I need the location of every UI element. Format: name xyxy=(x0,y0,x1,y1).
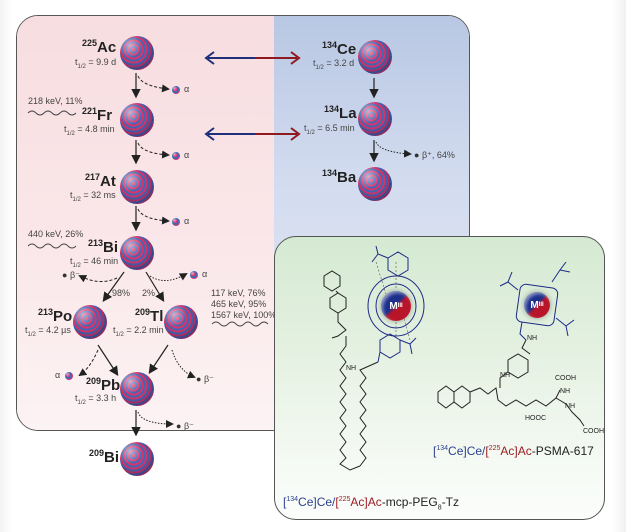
alpha-particle-icon xyxy=(172,152,180,160)
label-la134: 134La xyxy=(324,104,357,122)
atom-nh-psma-4: NH xyxy=(565,403,576,410)
atom-nh-mcp: NH xyxy=(346,365,357,372)
atom-nh-psma-3: NH xyxy=(560,388,571,395)
half-life-at217: t1/2 = 32 ms xyxy=(70,190,116,203)
ac225-chain-background xyxy=(17,16,274,430)
gamma-fr221: 218 keV, 11% xyxy=(28,96,83,106)
half-life-pb209: t1/2 = 3.3 h xyxy=(75,393,117,406)
gamma-tl209-line-3: 1567 keV, 100% xyxy=(211,310,277,320)
alpha-label-3: α xyxy=(184,216,190,226)
alpha-particle-icon xyxy=(172,86,180,94)
branch-2-percent: 2% xyxy=(142,288,156,298)
beta-minus-label-1: ● β⁻ xyxy=(62,270,80,280)
nucleus-ac225-icon xyxy=(120,36,154,70)
half-life-la134: t1/2 = 6.5 min xyxy=(304,123,355,136)
nucleus-tl209-icon xyxy=(164,305,198,339)
nucleus-ce134-icon xyxy=(358,40,392,74)
nucleus-bi213-icon xyxy=(120,236,154,270)
nucleus-fr221-icon xyxy=(120,103,154,137)
label-ba134: 134Ba xyxy=(322,168,357,186)
nucleus-po213-icon xyxy=(73,305,107,339)
gamma-tl209: 117 keV, 76% 465 keV, 95% 1567 keV, 100% xyxy=(211,288,276,321)
gamma-bi213: 440 keV, 26% xyxy=(28,229,84,239)
gamma-tl209-line-2: 465 keV, 95% xyxy=(211,299,267,309)
label-pb209: 209Pb xyxy=(86,376,121,394)
chelator-structures-panel xyxy=(274,236,605,520)
alpha-label-4: α xyxy=(202,269,208,279)
half-life-ac225: t1/2 = 9.9 d xyxy=(75,57,117,70)
nucleus-bi209-icon xyxy=(120,442,154,476)
nucleus-ba134-icon xyxy=(358,167,392,201)
alpha-particle-icon xyxy=(190,271,198,279)
alpha-label-2: α xyxy=(184,150,190,160)
label-at217: 217At xyxy=(85,172,116,190)
half-life-po213: t1/2 = 4.2 µs xyxy=(25,325,71,338)
beta-minus-label-3: ● β⁻ xyxy=(176,421,194,431)
half-life-bi213: t1/2 = 46 min xyxy=(70,256,119,269)
atom-hooc: HOOC xyxy=(525,415,546,422)
label-fr221: 221Fr xyxy=(82,106,113,124)
label-ac225: 225Ac xyxy=(82,38,117,56)
gamma-tl209-line-1: 117 keV, 76% xyxy=(211,288,266,298)
nucleus-la134-icon xyxy=(358,102,392,136)
beta-plus-label: ● β⁺, 64% xyxy=(414,150,455,160)
label-po213: 213Po xyxy=(38,307,73,325)
label-bi209: 209Bi xyxy=(89,448,120,466)
atom-cooh-2: COOH xyxy=(583,428,604,435)
atom-cooh-1: COOH xyxy=(555,375,576,382)
page-right-shadow xyxy=(612,0,626,532)
alpha-particle-icon xyxy=(172,218,180,226)
caption-mcp-peg8-tz: [134Ce]Ce/[225Ac]Ac-mcp-PEG8-Tz xyxy=(283,495,460,512)
alpha-label-5: α xyxy=(55,370,61,380)
page-left-shadow xyxy=(0,0,12,532)
label-ce134: 134Ce xyxy=(322,40,357,58)
half-life-fr221: t1/2 = 4.8 min xyxy=(64,124,115,137)
beta-minus-label-2: ● β⁻ xyxy=(196,374,214,384)
caption-psma-617: [134Ce]Ce/[225Ac]Ac-PSMA-617 xyxy=(433,444,594,458)
half-life-tl209: t1/2 = 2.2 min xyxy=(113,325,164,338)
atom-nh-psma-1: NH xyxy=(527,335,538,342)
atom-nh-psma-2: NH xyxy=(500,372,511,379)
alpha-particle-icon xyxy=(65,372,73,380)
nucleus-at217-icon xyxy=(120,170,154,204)
half-life-ce134: t1/2 = 3.2 d xyxy=(313,58,355,71)
label-tl209: 209Tl xyxy=(135,307,164,325)
branch-98-percent: 98% xyxy=(112,288,131,298)
label-bi213: 213Bi xyxy=(88,238,119,256)
nucleus-pb209-icon xyxy=(120,372,154,406)
alpha-label-1: α xyxy=(184,84,190,94)
